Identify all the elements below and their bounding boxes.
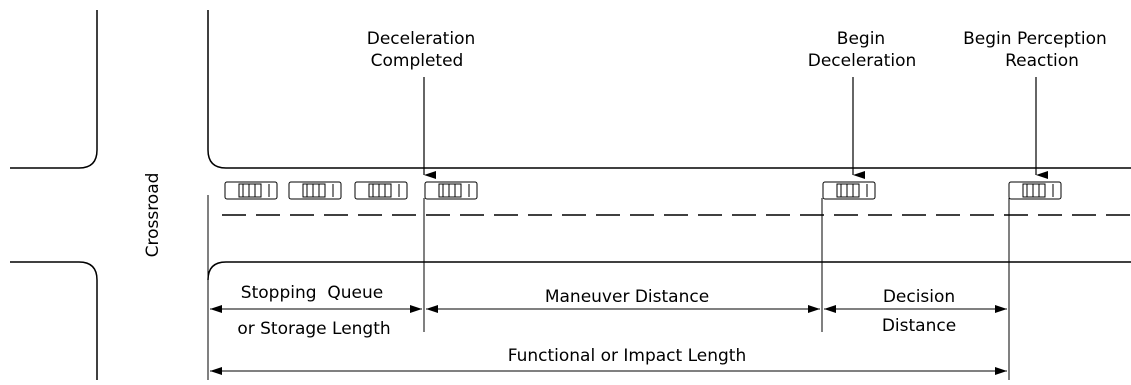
queue-car-4: [424, 181, 478, 200]
storage-length-label: or Storage Length: [237, 319, 390, 339]
begin-perception-label-2: Reaction: [1005, 51, 1079, 71]
queue-car-1: [224, 181, 278, 200]
vehicles: [224, 181, 1062, 200]
begin-decel-label-1: Begin: [837, 29, 885, 49]
decel-completed-label-1: Deceleration: [367, 29, 476, 49]
decision-label-2: Distance: [882, 316, 956, 336]
approaching-car: [1008, 181, 1062, 200]
crossroad-edges: [10, 10, 98, 380]
begin-decel-label-2: Deceleration: [808, 51, 917, 71]
dimension-arrows: [210, 305, 1007, 375]
queue-car-3: [354, 181, 408, 200]
stopping-queue-label: Stopping Queue: [241, 283, 383, 303]
reference-lines: [207, 195, 1010, 380]
queue-car-2: [288, 181, 342, 200]
pointer-arrows: [423, 77, 1048, 179]
decel-completed-label-2: Completed: [371, 51, 464, 71]
functional-length-label: Functional or Impact Length: [508, 346, 746, 366]
decision-label-1: Decision: [883, 287, 955, 307]
crossroad-label: Crossroad: [143, 173, 163, 258]
decelerating-car: [822, 181, 876, 200]
main-road-edges: [207, 10, 1131, 281]
begin-perception-label-1: Begin Perception: [963, 29, 1107, 49]
maneuver-distance-label: Maneuver Distance: [545, 287, 709, 307]
